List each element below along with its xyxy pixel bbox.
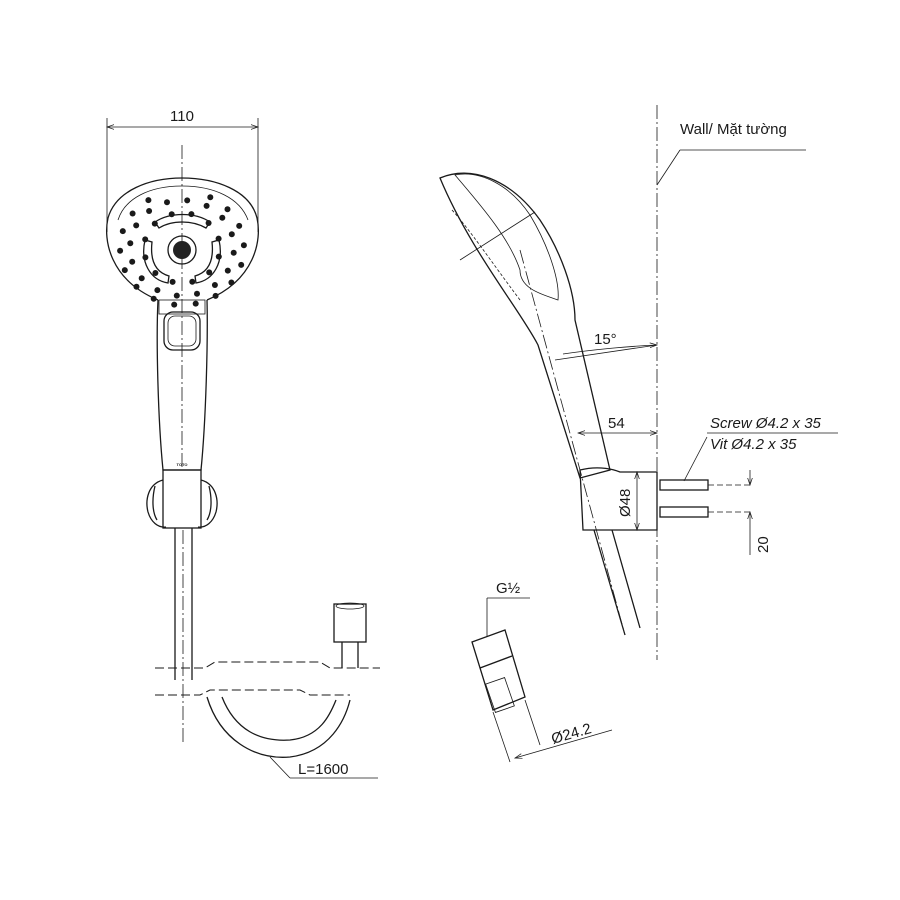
nozzle-pattern xyxy=(117,194,247,308)
screw-bottom xyxy=(659,506,752,518)
shower-head-outline xyxy=(105,177,260,301)
spacing-dimension-label: 20 xyxy=(755,536,772,553)
nozzle-dot xyxy=(189,278,196,285)
screw-label-en: Screw Ø4.2 x 35 xyxy=(710,415,822,432)
nozzle-dot xyxy=(133,222,140,229)
nozzle-dot xyxy=(219,214,226,221)
nozzle-dot xyxy=(192,300,199,307)
mode-button-inner xyxy=(167,315,197,347)
hose-fitting-nut xyxy=(333,603,367,643)
handset-side-outline xyxy=(439,172,611,479)
nozzle-dot xyxy=(211,282,218,288)
hose-loop-outer xyxy=(206,696,351,758)
spray-slot-right xyxy=(194,239,221,284)
wall-label: Wall/ Mặt tường xyxy=(680,121,787,138)
nozzle-dot xyxy=(228,279,235,286)
hose-side-edge-2 xyxy=(611,529,641,629)
hose-side-edge-1 xyxy=(593,529,626,636)
hose-break-line-bottom xyxy=(155,689,350,696)
nozzle-dot xyxy=(119,228,126,235)
nozzle-dot xyxy=(184,197,191,204)
nozzle-dot xyxy=(129,210,136,217)
hose-length-leader xyxy=(269,756,291,779)
thread-label: G½ xyxy=(496,580,521,597)
nozzle-dot xyxy=(133,283,140,290)
nozzle-dot xyxy=(230,249,237,256)
screw-bottom-body xyxy=(659,506,709,518)
holder-diameter-label: Ø48 xyxy=(617,489,634,517)
nozzle-dot xyxy=(154,287,161,294)
head-axis-line xyxy=(459,211,536,261)
center-nozzle xyxy=(173,241,191,259)
nozzle-dot xyxy=(207,194,214,201)
nozzle-dot xyxy=(117,247,124,254)
handle-logo: TOTO xyxy=(177,462,188,467)
side-view: Wall/ Mặt tường 15° 54 Ø48 Screw Ø4.2 x … xyxy=(439,105,838,660)
spray-slot-left xyxy=(143,239,170,284)
holder-right-inner xyxy=(206,485,212,521)
connector-diameter-label: Ø24.2 xyxy=(549,720,593,748)
screw-label-vi: Vit Ø4.2 x 35 xyxy=(710,436,797,453)
handset-axis-line xyxy=(519,249,626,636)
nozzle-dot xyxy=(212,292,219,299)
offset-dimension-label: 54 xyxy=(608,415,625,432)
spray-slot-top xyxy=(154,213,211,229)
hose-break-line-top xyxy=(155,661,380,669)
width-dimension-label: 110 xyxy=(170,108,194,125)
nozzle-dot xyxy=(236,222,243,229)
hose-loop-inner xyxy=(221,696,337,741)
nozzle-dot xyxy=(164,199,170,206)
dia-extension-1 xyxy=(492,711,511,763)
screw-top-body xyxy=(659,479,709,491)
wall-leader xyxy=(656,149,681,186)
nozzle-dot xyxy=(121,267,128,274)
center-nozzle-ring xyxy=(167,235,197,265)
mode-button xyxy=(163,311,201,351)
nozzle-dot xyxy=(215,253,222,260)
holder-left-wing xyxy=(146,479,167,528)
holder-right-wing xyxy=(197,479,218,528)
nozzle-dot xyxy=(169,278,176,285)
hose-fitting-top xyxy=(335,602,365,610)
angle-label: 15° xyxy=(594,331,617,348)
nozzle-dot xyxy=(188,211,195,218)
hose-length-label: L=1600 xyxy=(298,761,348,778)
nozzle-dot xyxy=(224,206,231,213)
nozzle-dot xyxy=(146,208,153,214)
connector-body xyxy=(471,629,526,711)
nozzle-dot xyxy=(129,258,136,265)
holder-body xyxy=(162,469,202,529)
nozzle-dot xyxy=(228,231,235,238)
connector-view: G½ Ø24.2 xyxy=(471,580,613,763)
nozzle-dot xyxy=(145,197,152,204)
angle-arc xyxy=(562,345,657,355)
nozzle-dot xyxy=(173,292,180,299)
shower-head-rim xyxy=(117,185,249,221)
dia-extension-2 xyxy=(524,699,541,746)
connector-window xyxy=(485,677,515,713)
screw-leader xyxy=(683,436,708,482)
nozzle-dot xyxy=(240,242,247,249)
holder-left-inner xyxy=(152,485,158,521)
nozzle-dot xyxy=(127,240,134,247)
nozzle-dot xyxy=(203,202,210,209)
nozzle-dot xyxy=(171,301,178,308)
nozzle-dot xyxy=(194,290,200,297)
nozzle-dot xyxy=(238,261,245,268)
nozzle-dot xyxy=(150,295,157,302)
front-view: 110 TOTO L=1600 xyxy=(105,108,380,779)
nozzle-dot xyxy=(138,275,145,282)
nozzle-dot xyxy=(152,270,159,276)
spray-face xyxy=(451,209,521,301)
angle-ref-line xyxy=(554,344,658,361)
connector-diameter-line xyxy=(515,729,613,758)
screw-top xyxy=(659,479,752,491)
nozzle-dot xyxy=(224,267,231,274)
connector-nut-line xyxy=(479,655,513,669)
handset-face-contour xyxy=(454,173,559,301)
button-guide-box xyxy=(158,299,206,315)
nozzle-dot xyxy=(206,269,213,276)
